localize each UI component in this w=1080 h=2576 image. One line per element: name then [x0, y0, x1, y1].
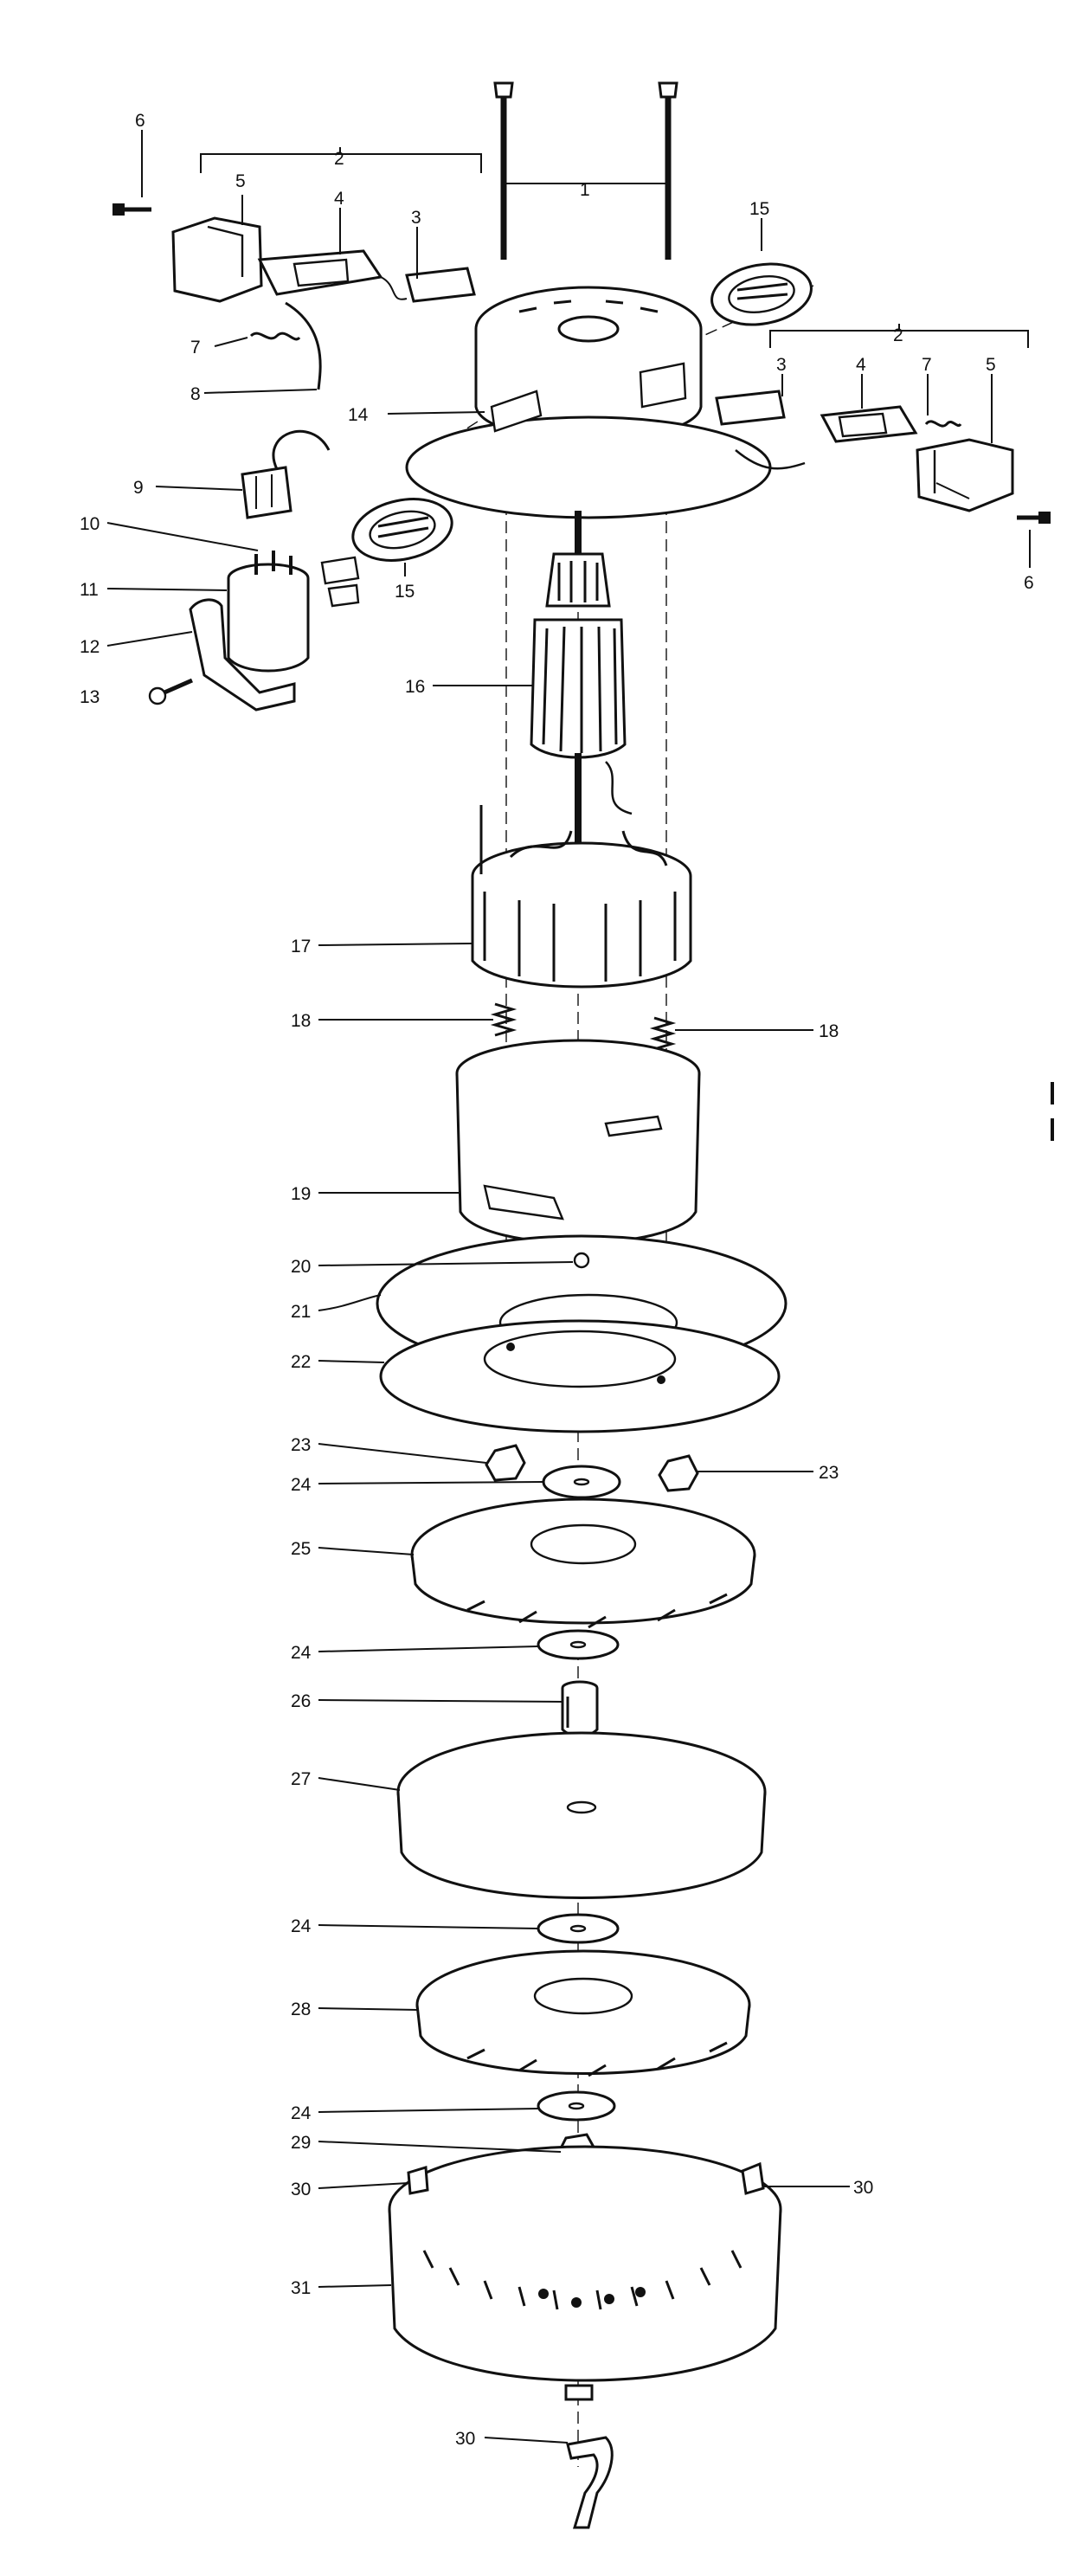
callout-12: 12: [80, 637, 100, 657]
right-brush-holder: [715, 390, 1051, 524]
callout-7-left: 7: [190, 338, 201, 357]
callout-21: 21: [291, 1302, 311, 1322]
fan-housing: [388, 2145, 782, 2401]
callout-11: 11: [80, 580, 99, 600]
callout-13: 13: [80, 687, 100, 707]
callout-22: 22: [291, 1352, 311, 1372]
fan-shell: [396, 1731, 767, 1899]
fan-upper: [410, 1497, 756, 1629]
callout-2-left: 2: [334, 149, 344, 169]
capacitor-bracket: [189, 598, 296, 712]
callout-30-bottom: 30: [455, 2429, 475, 2449]
callout-15-middle: 15: [395, 582, 415, 602]
motor-end-cap: [405, 286, 772, 519]
callout-24-a: 24: [291, 1475, 312, 1495]
callout-29: 29: [291, 2133, 311, 2153]
spacer: [561, 1680, 599, 1737]
callout-23-right: 23: [819, 1463, 839, 1483]
callout-24-c: 24: [291, 1916, 312, 1936]
callout-14: 14: [348, 405, 369, 425]
callout-31: 31: [291, 2278, 311, 2298]
callout-17: 17: [291, 937, 311, 956]
callout-26: 26: [291, 1691, 311, 1711]
connector-plug: [241, 429, 331, 519]
end-plate: [379, 1319, 781, 1433]
callout-5-right: 5: [986, 355, 996, 375]
brush-cap-middle: [351, 498, 453, 562]
motor-housing-ring: [455, 1039, 701, 1245]
callout-30-left: 30: [291, 2180, 311, 2199]
callout-15-top: 15: [749, 199, 769, 219]
callout-23-left: 23: [291, 1435, 311, 1455]
callout-2-right: 2: [893, 325, 903, 345]
page-edge-marks: [1051, 1082, 1054, 1141]
washer-d: [537, 2090, 616, 2122]
callout-3-left: 3: [411, 208, 421, 228]
springs: [490, 1002, 677, 1051]
callout-6-right: 6: [1024, 573, 1034, 593]
callout-24-d: 24: [291, 2103, 312, 2123]
leader-lines: [106, 130, 1031, 2444]
nuts-top: [485, 1444, 699, 1492]
capacitor: [227, 551, 360, 673]
fan-lower: [415, 1949, 751, 2077]
callout-4-left: 4: [334, 189, 344, 209]
washer-a: [542, 1465, 621, 1499]
armature: [530, 511, 633, 848]
callout-9: 9: [133, 478, 144, 498]
through-bolts: [493, 81, 678, 260]
left-brush-holder: [112, 203, 476, 390]
callout-5-left: 5: [235, 171, 246, 191]
callout-27: 27: [291, 1769, 311, 1789]
callout-24-b: 24: [291, 1643, 312, 1663]
callout-20: 20: [291, 1257, 311, 1277]
callout-18-left: 18: [291, 1011, 311, 1031]
screw-left: [112, 203, 151, 216]
screw-right: [1017, 512, 1051, 524]
callout-3-right: 3: [776, 355, 787, 375]
callout-18-right: 18: [819, 1021, 839, 1041]
bracket-screw: [148, 678, 194, 705]
washer-c: [537, 1913, 620, 1944]
callout-30-right: 30: [853, 2178, 873, 2198]
callout-4-right: 4: [856, 355, 866, 375]
brush-cap-top: [710, 262, 813, 326]
callout-1: 1: [580, 180, 590, 200]
field-stator: [471, 805, 692, 989]
loose-clip: [566, 2436, 614, 2529]
callout-28: 28: [291, 2000, 311, 2019]
callout-labels: 6 2 1 5 4 3 7 8 14 15 2 3 4 7 5 6 9 10 1…: [80, 111, 1034, 2449]
callout-6-left: 6: [135, 111, 145, 131]
callout-8: 8: [190, 384, 201, 404]
callout-19: 19: [291, 1184, 311, 1204]
callout-16: 16: [405, 677, 425, 697]
callout-10: 10: [80, 514, 100, 534]
callout-7-right: 7: [922, 355, 932, 375]
washer-b: [537, 1629, 620, 1660]
callout-25: 25: [291, 1539, 311, 1559]
